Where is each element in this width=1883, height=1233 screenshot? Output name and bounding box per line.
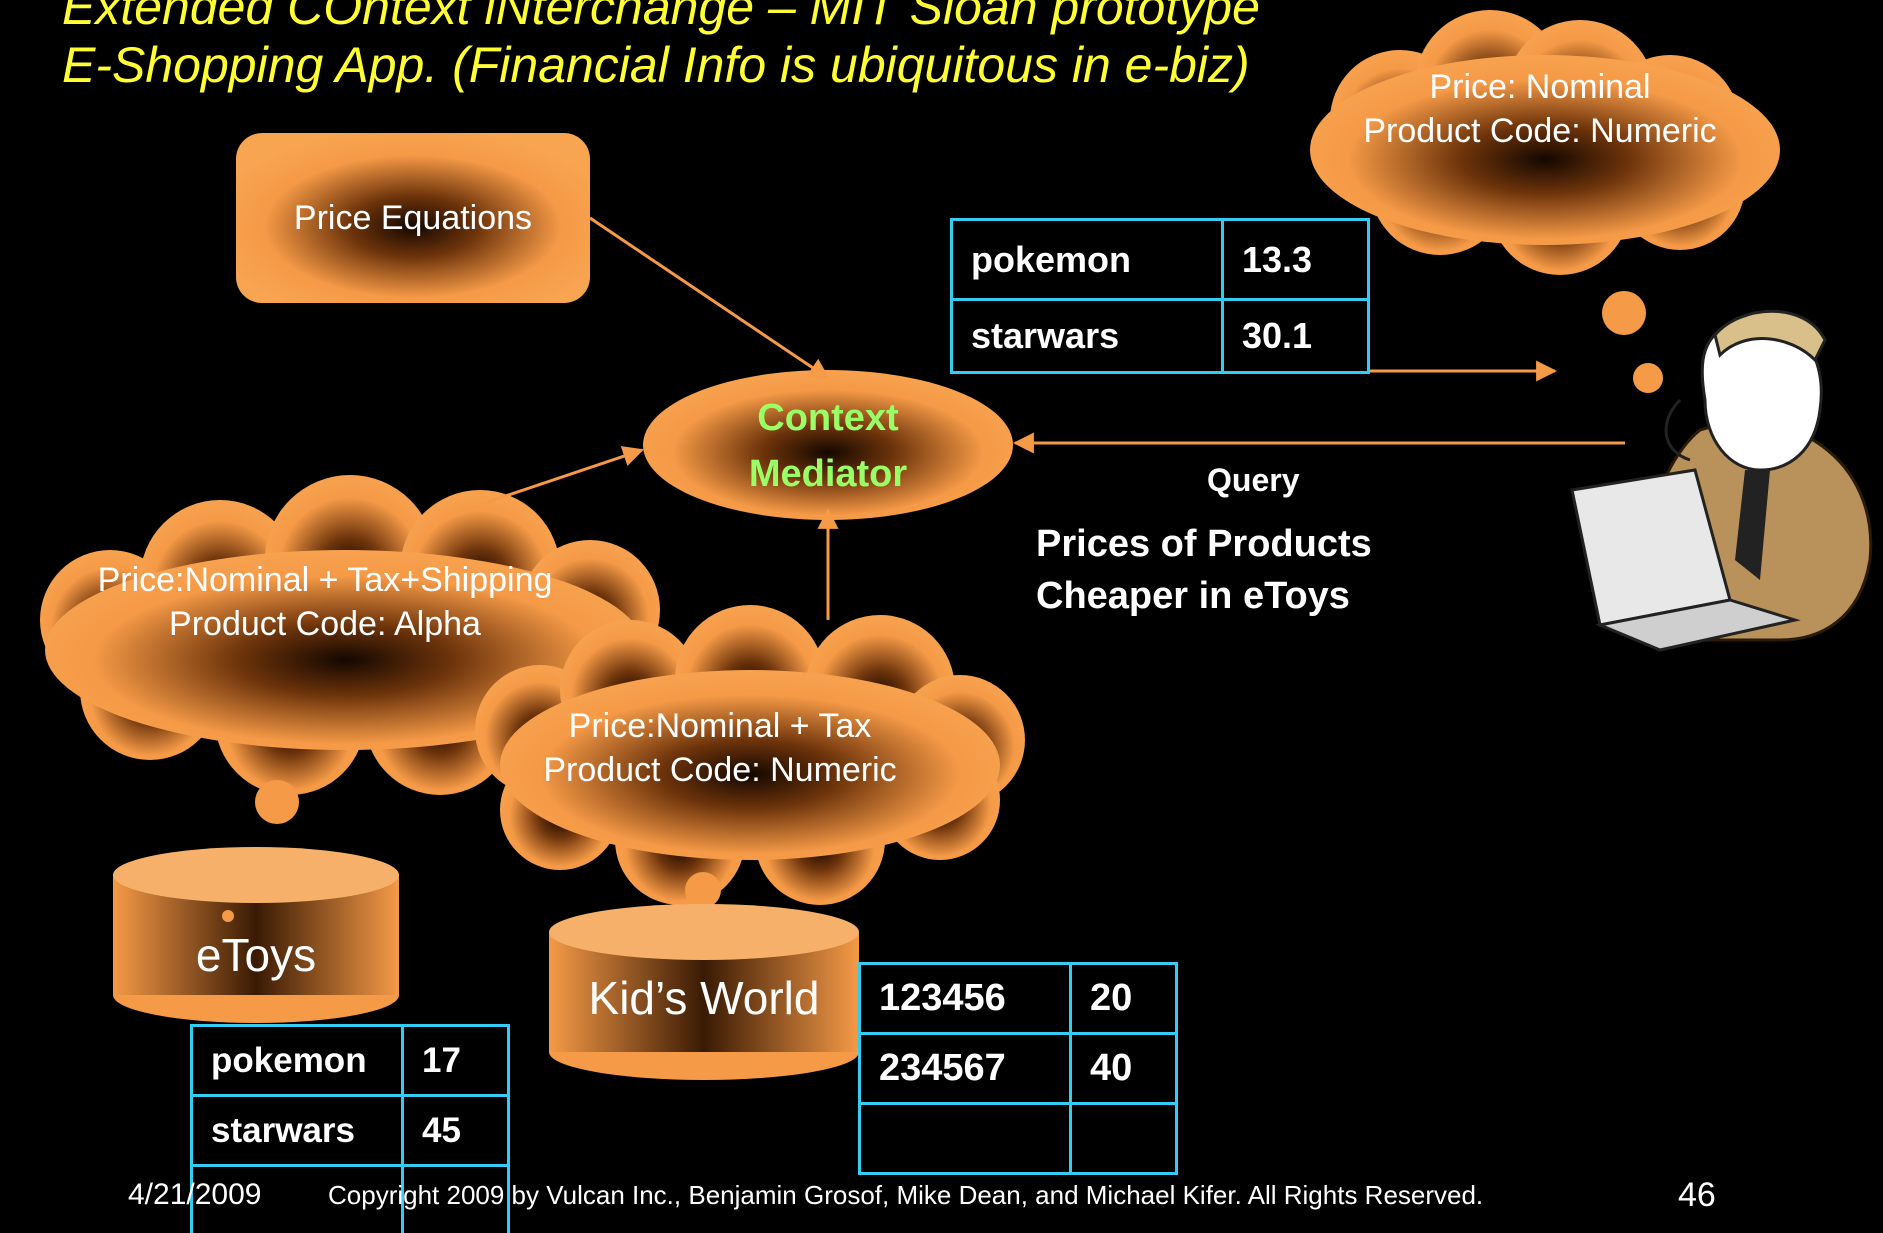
table-row: starwars 45 [190, 1094, 510, 1167]
query-label: Query [1207, 462, 1300, 498]
kids-context-cloud [475, 605, 1025, 922]
table-row [190, 1164, 510, 1233]
kids-context-text: Price:Nominal + Tax Product Code: Numeri… [510, 704, 930, 792]
etoys-database [113, 847, 399, 1023]
user-context-price: Price: Nominal [1429, 68, 1651, 106]
result-table: pokemon 13.3 starwars 30.1 [950, 218, 1370, 374]
user-at-laptop-icon [1570, 309, 1873, 652]
table-cell: 30.1 [1221, 298, 1370, 374]
user-context-cloud [1310, 10, 1780, 393]
table-cell: 13.3 [1221, 218, 1370, 301]
query-line-2: Cheaper in eToys [1036, 575, 1350, 617]
table-cell [1069, 1102, 1178, 1175]
footer-date: 4/21/2009 [128, 1178, 262, 1211]
table-cell: 40 [1069, 1032, 1178, 1105]
kids-context-price: Price:Nominal + Tax [568, 707, 872, 745]
mediator-line-1: Context [757, 397, 899, 439]
context-mediator-ellipse [643, 370, 1013, 520]
table-row: pokemon 13.3 [950, 218, 1370, 301]
price-equations-box [236, 133, 590, 303]
table-row: 234567 40 [858, 1032, 1178, 1105]
table-row: 123456 20 [858, 962, 1178, 1035]
table-cell [190, 1164, 404, 1233]
table-cell: pokemon [950, 218, 1224, 301]
table-cell: 45 [401, 1094, 510, 1167]
table-cell: 234567 [858, 1032, 1072, 1105]
slide-title-line-2: E-Shopping App. (Financial Info is ubiqu… [62, 37, 1250, 93]
arrow-equations-to-mediator [589, 216, 830, 380]
etoys-table: pokemon 17 starwars 45 [190, 1024, 510, 1233]
mediator-line-2: Mediator [748, 453, 908, 495]
table-row: pokemon 17 [190, 1024, 510, 1097]
table-cell: 17 [401, 1024, 510, 1097]
user-context-code: Product Code: Numeric [1363, 112, 1717, 150]
slide-title-line-1: Extended COntext iNterchange – MIT Sloan… [62, 0, 1260, 35]
table-cell: starwars [190, 1094, 404, 1167]
footer-copyright: Copyright 2009 by Vulcan Inc., Benjamin … [328, 1180, 1484, 1210]
etoys-context-text: Price:Nominal + Tax+Shipping Product Cod… [60, 558, 590, 646]
table-cell [401, 1164, 510, 1233]
page-number: 46 [1678, 1176, 1716, 1214]
query-line-1: Prices of Products [1036, 523, 1372, 565]
etoys-context-price: Price:Nominal + Tax+Shipping [97, 561, 553, 599]
table-cell: pokemon [190, 1024, 404, 1097]
query-text: Prices of Products Cheaper in eToys [1036, 518, 1372, 622]
table-cell: 123456 [858, 962, 1072, 1035]
kids-world-database [549, 904, 859, 1080]
kids-world-label: Kid’s World [588, 972, 820, 1024]
table-cell: 20 [1069, 962, 1178, 1035]
kids-context-code: Product Code: Numeric [543, 751, 897, 789]
table-row: starwars 30.1 [950, 298, 1370, 374]
table-cell: starwars [950, 298, 1224, 374]
context-mediator-label: Context Mediator [700, 390, 956, 502]
etoys-context-code: Product Code: Alpha [169, 605, 481, 643]
kids-world-table: 123456 20 234567 40 [858, 962, 1178, 1175]
table-row [858, 1102, 1178, 1175]
arrow-etoys-to-mediator [457, 446, 644, 514]
user-context-text: Price: Nominal Product Code: Numeric [1330, 65, 1750, 153]
price-equations-label: Price Equations [293, 199, 533, 237]
etoys-label: eToys [195, 929, 317, 981]
table-cell [858, 1102, 1072, 1175]
